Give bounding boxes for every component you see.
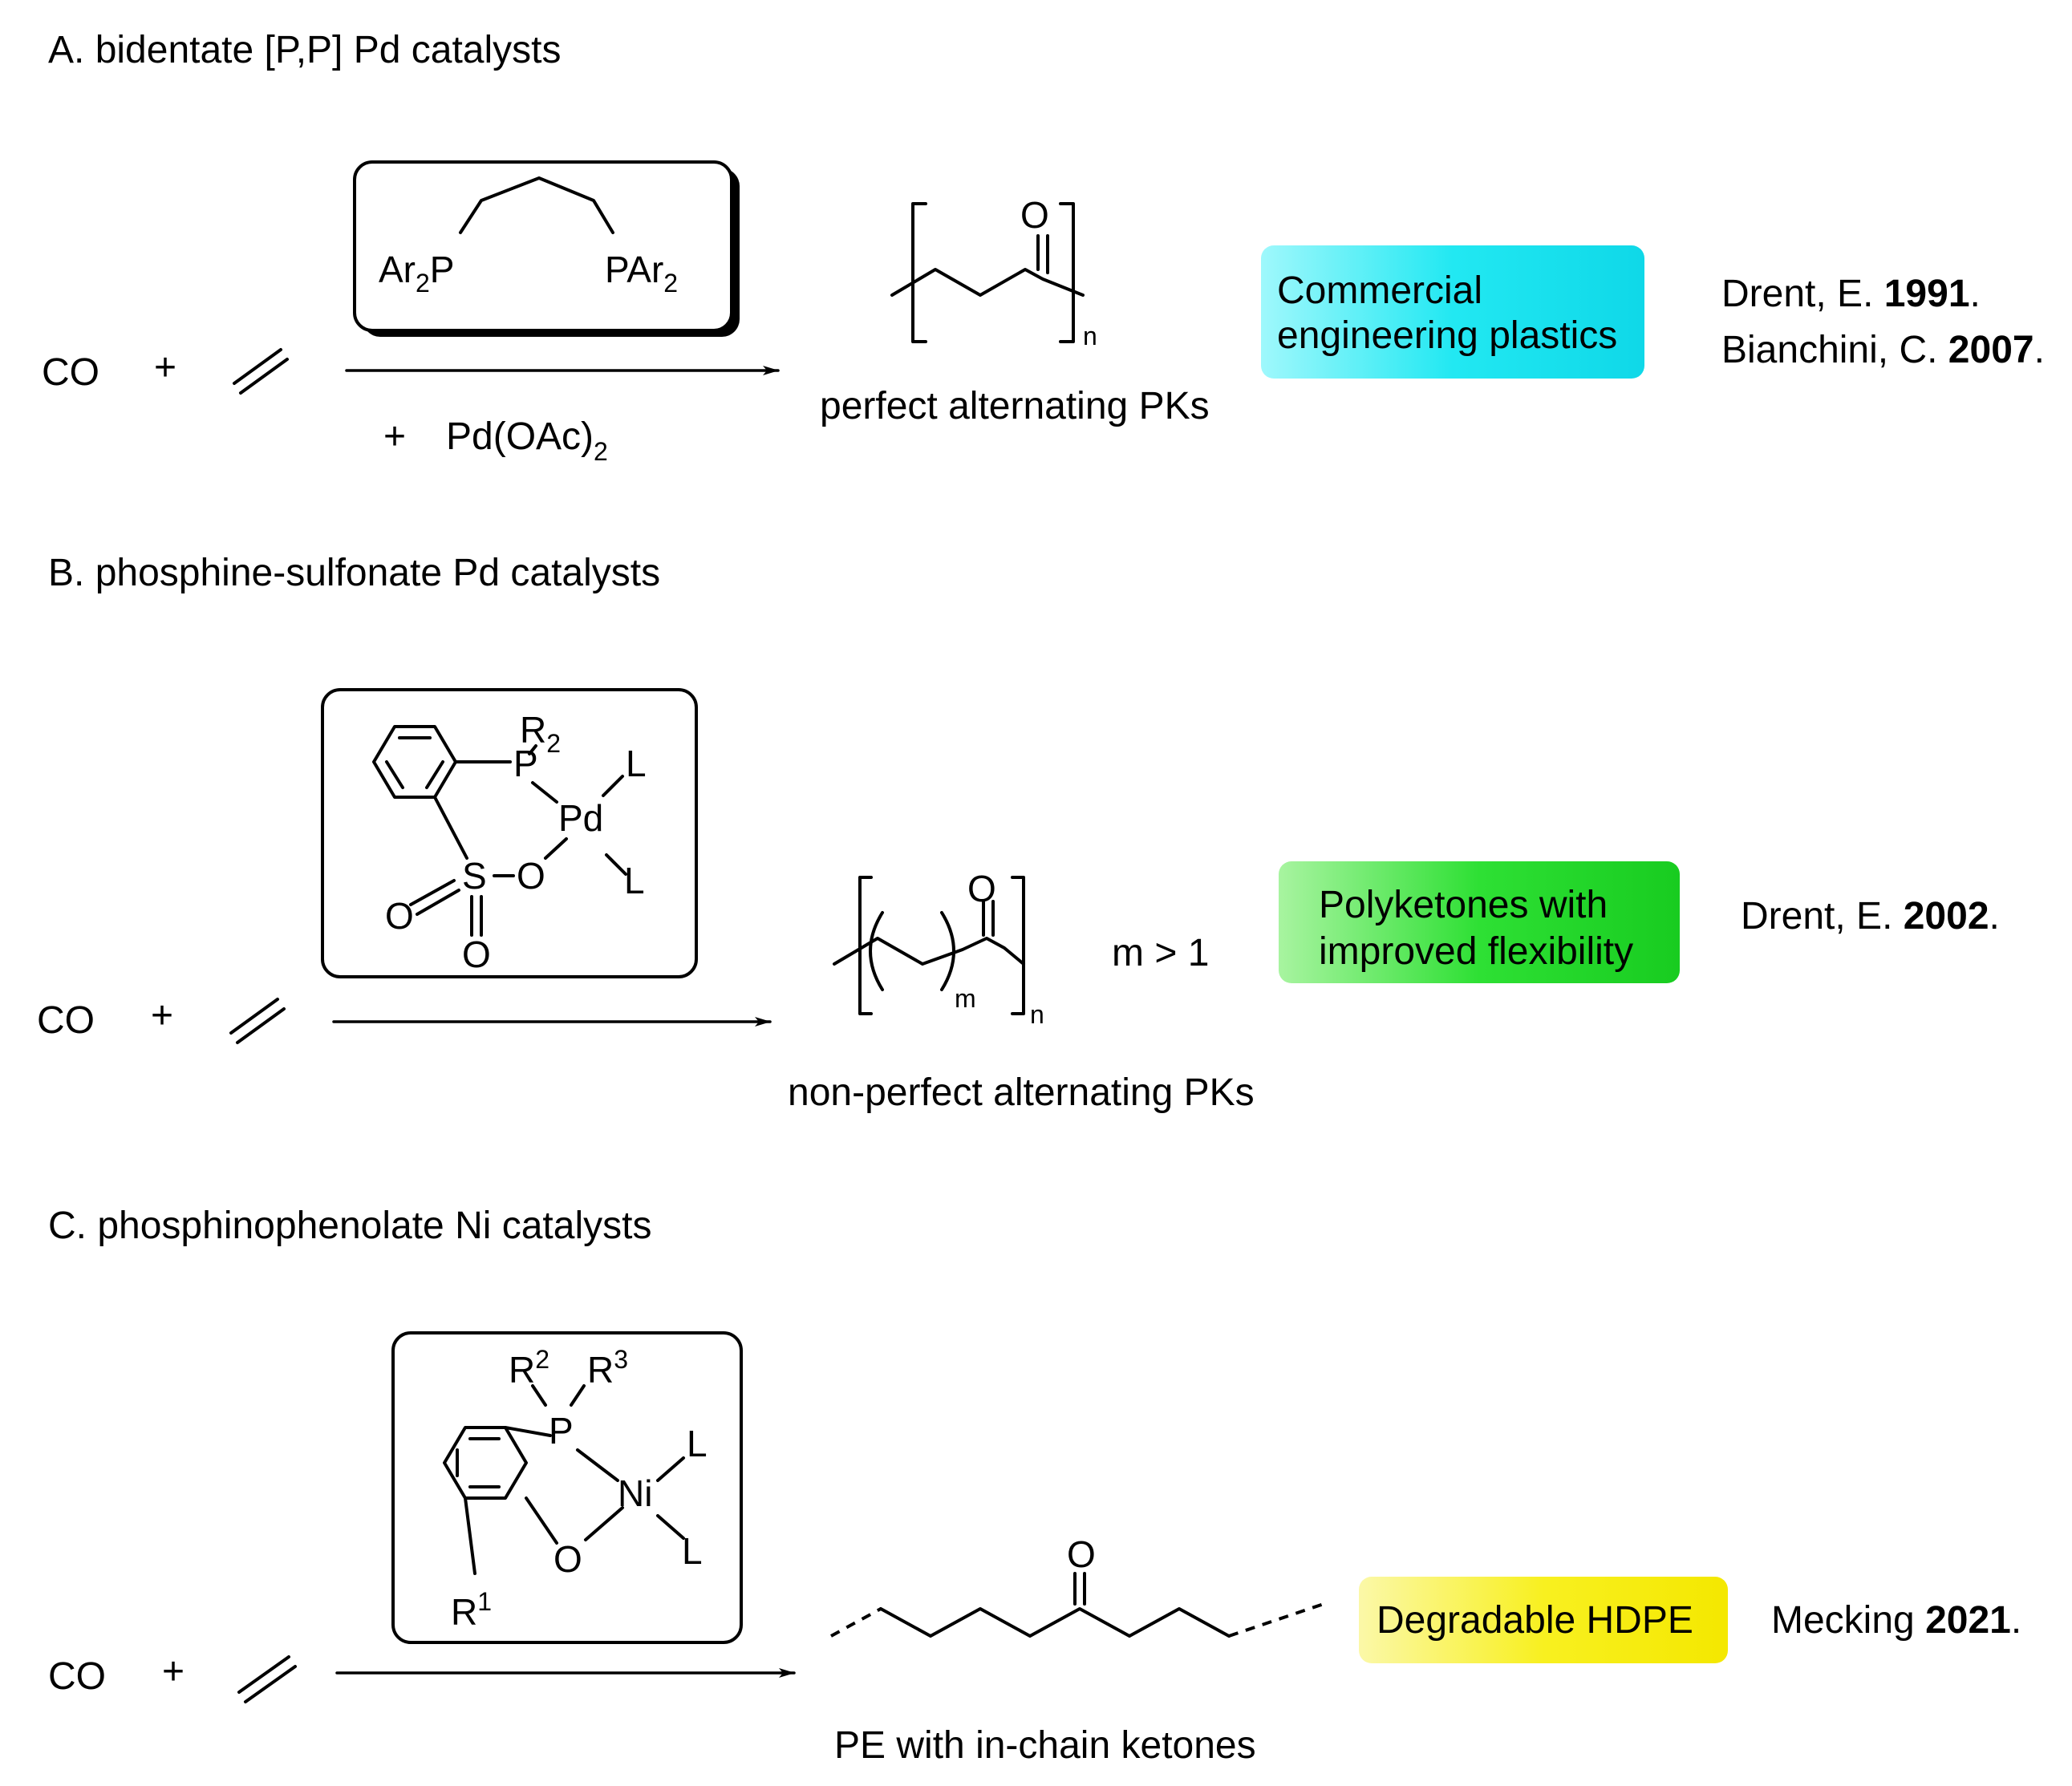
- paren-left: [869, 911, 884, 991]
- ligand-ar2p: Ar2P: [379, 249, 454, 298]
- paren-right: [940, 911, 955, 991]
- product-label-a: perfect alternating PKs: [820, 385, 1210, 427]
- catalyst-box-b: R2 P L Pd L S O O O: [321, 688, 698, 978]
- atom-p: P: [513, 743, 538, 784]
- atom-r3: R3: [587, 1345, 628, 1391]
- bracket-right: [1011, 876, 1025, 1015]
- atom-o: O: [553, 1538, 582, 1580]
- subscript-m: m: [955, 984, 976, 1013]
- atom-p: P: [549, 1410, 574, 1452]
- product-pe-ketone: O: [830, 1533, 1324, 1638]
- additive-pdoac2: Pd(OAc)2: [446, 415, 608, 466]
- atom-s: S: [462, 855, 487, 897]
- propylene-bridge: [459, 176, 614, 234]
- atom-l-top: L: [626, 743, 647, 784]
- carbonyl-oxygen: O: [1020, 194, 1049, 236]
- product-polyketone-a: O n: [890, 194, 1097, 350]
- atom-o-left: O: [385, 895, 414, 937]
- atom-l-top: L: [687, 1423, 708, 1464]
- atom-o-link: O: [517, 855, 545, 897]
- carbonyl-oxygen: O: [967, 868, 996, 909]
- badge-b-line2: improved flexibility: [1319, 930, 1633, 973]
- atom-r2: R2: [520, 709, 561, 758]
- badge-a-line1: Commercial: [1277, 269, 1482, 312]
- plus-sign: +: [151, 994, 173, 1037]
- catalyst-box-c: R2 R3 P L Ni L O R1: [391, 1331, 743, 1644]
- badge-c-line1: Degradable HDPE: [1377, 1599, 1693, 1642]
- atom-l-bottom: L: [624, 860, 645, 901]
- section-c-heading: C. phosphinophenolate Ni catalysts: [48, 1205, 651, 1247]
- reference-drent-2002: Drent, E. 2002.: [1741, 895, 2000, 938]
- bracket-left: [858, 876, 873, 1015]
- section-a-heading: A. bidentate [P,P] Pd catalysts: [48, 29, 562, 71]
- ethylene-icon: [233, 348, 289, 395]
- plus-sign: +: [154, 346, 176, 389]
- product-label-c: PE with in-chain ketones: [834, 1724, 1256, 1767]
- repeat-n: n: [1083, 322, 1097, 350]
- ethylene-icon: [229, 998, 286, 1044]
- product-polyketone-b: O m n: [833, 868, 1044, 1029]
- atom-o-bottom: O: [462, 933, 491, 975]
- reactant-co: CO: [42, 351, 99, 394]
- section-b: B. phosphine-sulfonate Pd catalysts CO +: [37, 552, 2000, 1114]
- section-b-heading: B. phosphine-sulfonate Pd catalysts: [48, 552, 660, 594]
- reference-drent-1991: Drent, E. 1991.: [1721, 273, 1981, 315]
- carbonyl-oxygen: O: [1067, 1533, 1096, 1575]
- atom-r2: R2: [509, 1345, 549, 1391]
- bracket-left: [911, 202, 927, 343]
- ethylene-icon: [237, 1655, 297, 1703]
- reactant-co: CO: [37, 999, 95, 1042]
- plus-sign: +: [162, 1650, 184, 1693]
- badge-b-line1: Polyketones with: [1319, 884, 1608, 926]
- section-c: C. phosphinophenolate Ni catalysts CO +: [48, 1205, 2021, 1767]
- atom-l-bottom: L: [682, 1530, 703, 1572]
- badge-a: Commercial engineering plastics: [1261, 245, 1644, 379]
- repeat-n: n: [1030, 1000, 1044, 1029]
- ligand-par2: PAr2: [605, 249, 678, 298]
- atom-pd: Pd: [558, 797, 603, 839]
- atom-ni: Ni: [618, 1472, 652, 1514]
- reactant-co: CO: [48, 1655, 106, 1698]
- section-a: A. bidentate [P,P] Pd catalysts CO + Ar2…: [42, 29, 2045, 466]
- reference-mecking-2021: Mecking 2021.: [1771, 1599, 2021, 1642]
- badge-c: Degradable HDPE: [1359, 1577, 1728, 1663]
- additive-plus: +: [383, 415, 406, 458]
- atom-r1: R1: [451, 1587, 492, 1633]
- catalyst-box-a: Ar2P PAr2: [353, 160, 740, 337]
- badge-b: Polyketones with improved flexibility: [1279, 861, 1680, 983]
- reference-bianchini-2007: Bianchini, C. 2007.: [1721, 329, 2045, 371]
- bracket-right: [1059, 202, 1075, 343]
- condition-m-gt-1: m > 1: [1112, 932, 1209, 974]
- product-label-b: non-perfect alternating PKs: [788, 1071, 1255, 1114]
- badge-a-line2: engineering plastics: [1277, 314, 1617, 357]
